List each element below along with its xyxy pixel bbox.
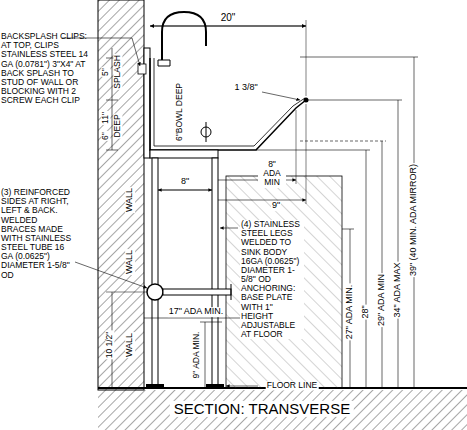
dimension-label: 10 1/2": [105, 331, 114, 360]
dimension-label: 9": [271, 201, 281, 211]
dimension-label: 5": [101, 67, 110, 77]
dimension-label: 28": [361, 304, 371, 319]
dimension-label: 27" ADA MIN.: [345, 284, 355, 341]
note-text: 8" ADA MIN: [258, 160, 286, 188]
dimension-label: WALL: [125, 332, 135, 358]
note-text: (4) STAINLESS STEEL LEGS WELDED TO SINK …: [240, 220, 304, 339]
dimension-label: FLOOR LINE: [266, 381, 319, 390]
dimension-label: SPLASH: [113, 54, 122, 90]
dimension-label: 9" ADA MIN.: [192, 331, 201, 380]
dimension-label: 17" ADA MIN.: [168, 307, 225, 317]
dimension-label: 6": [101, 131, 110, 141]
section-title: SECTION: TRANSVERSE: [170, 401, 354, 417]
dimension-label: 20": [220, 13, 237, 24]
dimension-label: 1 3/8": [233, 83, 258, 93]
note-text: BACKSPLASH CLIPS: AT TOP, CLIPS STAINLES…: [1, 32, 97, 105]
note-text: (3) REINFORCED SIDES AT RIGHT, LEFT & BA…: [1, 188, 73, 280]
dimension-label: 11": [101, 111, 110, 125]
dimension-label: 29" ADA MIN: [377, 273, 387, 327]
dimension-label: WALL: [125, 187, 135, 213]
dimension-label: 39" (40 MIN. ADA MIRROR): [409, 163, 419, 277]
dimension-label: 8": [180, 177, 190, 187]
dimension-label: 34" ADA MAX: [393, 261, 403, 318]
dimension-label: WALL: [125, 249, 135, 275]
dimension-label: DEEP: [113, 113, 122, 138]
dimension-label: 6"BOWL DEEP: [175, 82, 184, 142]
